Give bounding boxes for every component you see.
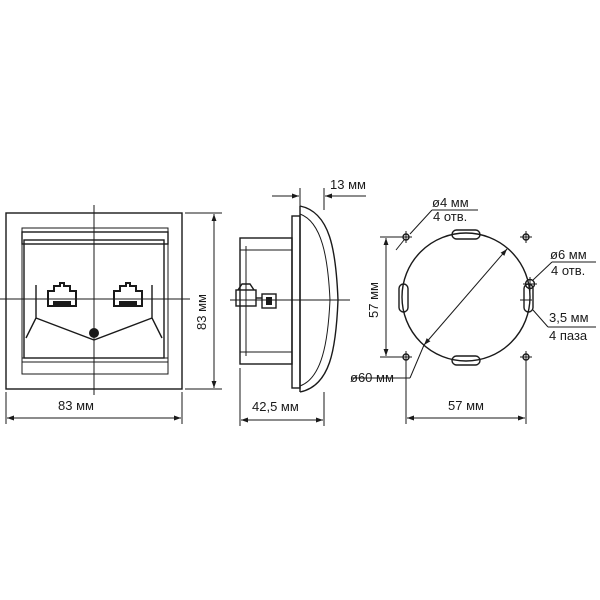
small-hole-diameter-label: ø4 мм xyxy=(432,195,469,210)
slot-left xyxy=(398,283,409,313)
front-height-label: 83 мм xyxy=(194,294,209,330)
horizontal-spacing-label: 57 мм xyxy=(448,398,484,413)
side-depth-label: 42,5 мм xyxy=(252,399,299,414)
mounting-holes xyxy=(400,231,532,363)
rj45-socket-right xyxy=(113,282,143,307)
insert-top-band xyxy=(21,231,169,245)
mount-view: ø60 мм ø4 мм 4 отв. ø6 мм 4 отв. 3,5 мм … xyxy=(350,195,596,424)
frame-inner xyxy=(21,227,169,375)
large-holes xyxy=(523,277,537,291)
slot-bottom xyxy=(451,355,481,366)
side-frame-label: 13 мм xyxy=(330,177,366,192)
side-view: 42,5 мм 13 мм xyxy=(230,177,366,426)
slot-count-label: 4 паза xyxy=(549,328,588,343)
terminal-block xyxy=(235,283,277,309)
plate-diameter-label: ø60 мм xyxy=(350,370,394,385)
plate-diameter-line xyxy=(423,248,508,346)
front-view: 83 мм 83 мм xyxy=(0,205,222,424)
mounting-plate xyxy=(291,215,301,389)
slot-top xyxy=(451,229,481,240)
slot-width-label: 3,5 мм xyxy=(549,310,589,325)
front-width-label: 83 мм xyxy=(58,398,94,413)
small-hole-count-label: 4 отв. xyxy=(433,209,467,224)
vertical-spacing-label: 57 мм xyxy=(366,282,381,318)
rj45-socket-left xyxy=(47,282,77,307)
plate-circle xyxy=(401,232,531,362)
large-hole-count-label: 4 отв. xyxy=(551,263,585,278)
large-hole-diameter-label: ø6 мм xyxy=(550,247,587,262)
